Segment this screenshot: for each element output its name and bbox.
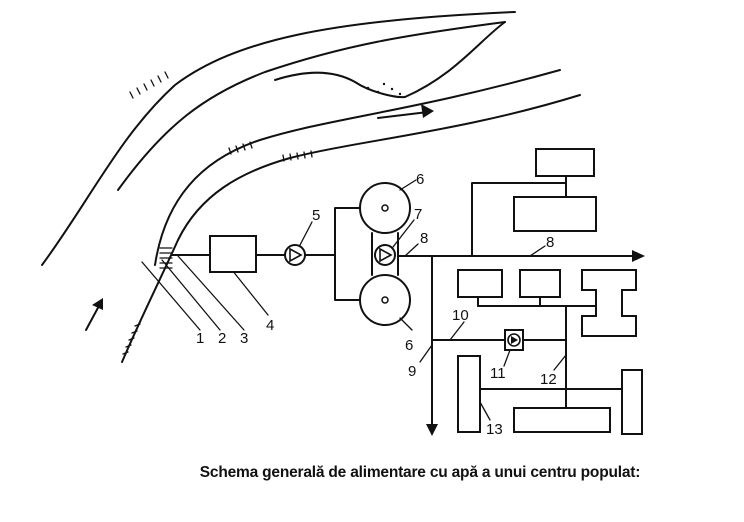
building-i-shape: [581, 269, 637, 337]
leader-12: [553, 354, 567, 371]
river-island-top: [117, 21, 506, 191]
leader-1: [141, 261, 201, 331]
building-bottom-center: [513, 407, 611, 433]
river: [41, 11, 581, 363]
diagram-caption: Schema generală de alimentare cu apă a u…: [199, 464, 641, 481]
river-sand-dots: [366, 82, 402, 96]
label-8-right: 8: [546, 234, 554, 251]
label-6-top: 6: [416, 171, 424, 188]
building-top-small: [535, 148, 595, 177]
river-island-bottom: [274, 71, 406, 99]
leader-6-top: [399, 179, 417, 191]
river-inner-bank-upper: [154, 69, 561, 266]
pump-symbol: [284, 244, 306, 266]
label-6-bottom: 6: [405, 337, 413, 354]
label-9: 9: [408, 363, 416, 380]
label-7: 7: [414, 206, 422, 223]
building-mid-2: [519, 269, 561, 298]
label-4: 4: [266, 317, 274, 334]
pipe-9-arrow: [426, 424, 438, 436]
arrow-flow: [85, 104, 434, 331]
label-11: 11: [490, 365, 506, 382]
leader-5: [299, 221, 313, 246]
branch-top: [471, 182, 567, 257]
river-island-right: [404, 21, 506, 98]
building-bottom-left: [457, 355, 481, 433]
building-top-large: [513, 196, 597, 232]
river-near-bank: [121, 94, 581, 363]
label-1: 1: [196, 330, 204, 347]
river-outer-bank: [41, 11, 516, 266]
intake-system: [141, 179, 417, 331]
component-labels: 1 2 3 4 5 6 7 8 8 6 9 10 11 12 13: [196, 171, 557, 438]
river-bank-hatching: [122, 71, 313, 355]
label-10: 10: [452, 307, 469, 324]
pump-station-7: [374, 244, 396, 266]
leader-2: [161, 259, 221, 331]
label-2: 2: [218, 330, 226, 347]
label-3: 3: [240, 330, 248, 347]
leader-9: [419, 344, 433, 363]
leader-10: [449, 321, 465, 341]
leader-7: [392, 219, 415, 248]
treatment-box: [209, 235, 257, 273]
building-mid-1: [457, 269, 503, 298]
leader-8-left: [404, 243, 419, 257]
leader-11: [503, 349, 511, 367]
label-13: 13: [486, 421, 503, 438]
label-8-left: 8: [420, 230, 428, 247]
distribution-network: [397, 148, 645, 436]
leader-13: [479, 401, 491, 421]
building-bottom-right: [621, 369, 643, 435]
leader-6-bottom: [399, 317, 413, 331]
booster-pump-11: [504, 329, 524, 351]
label-5: 5: [312, 207, 320, 224]
main-pipe-arrow: [632, 250, 645, 262]
leader-8-right: [529, 245, 546, 257]
leader-3: [177, 255, 245, 331]
label-12: 12: [540, 371, 557, 388]
